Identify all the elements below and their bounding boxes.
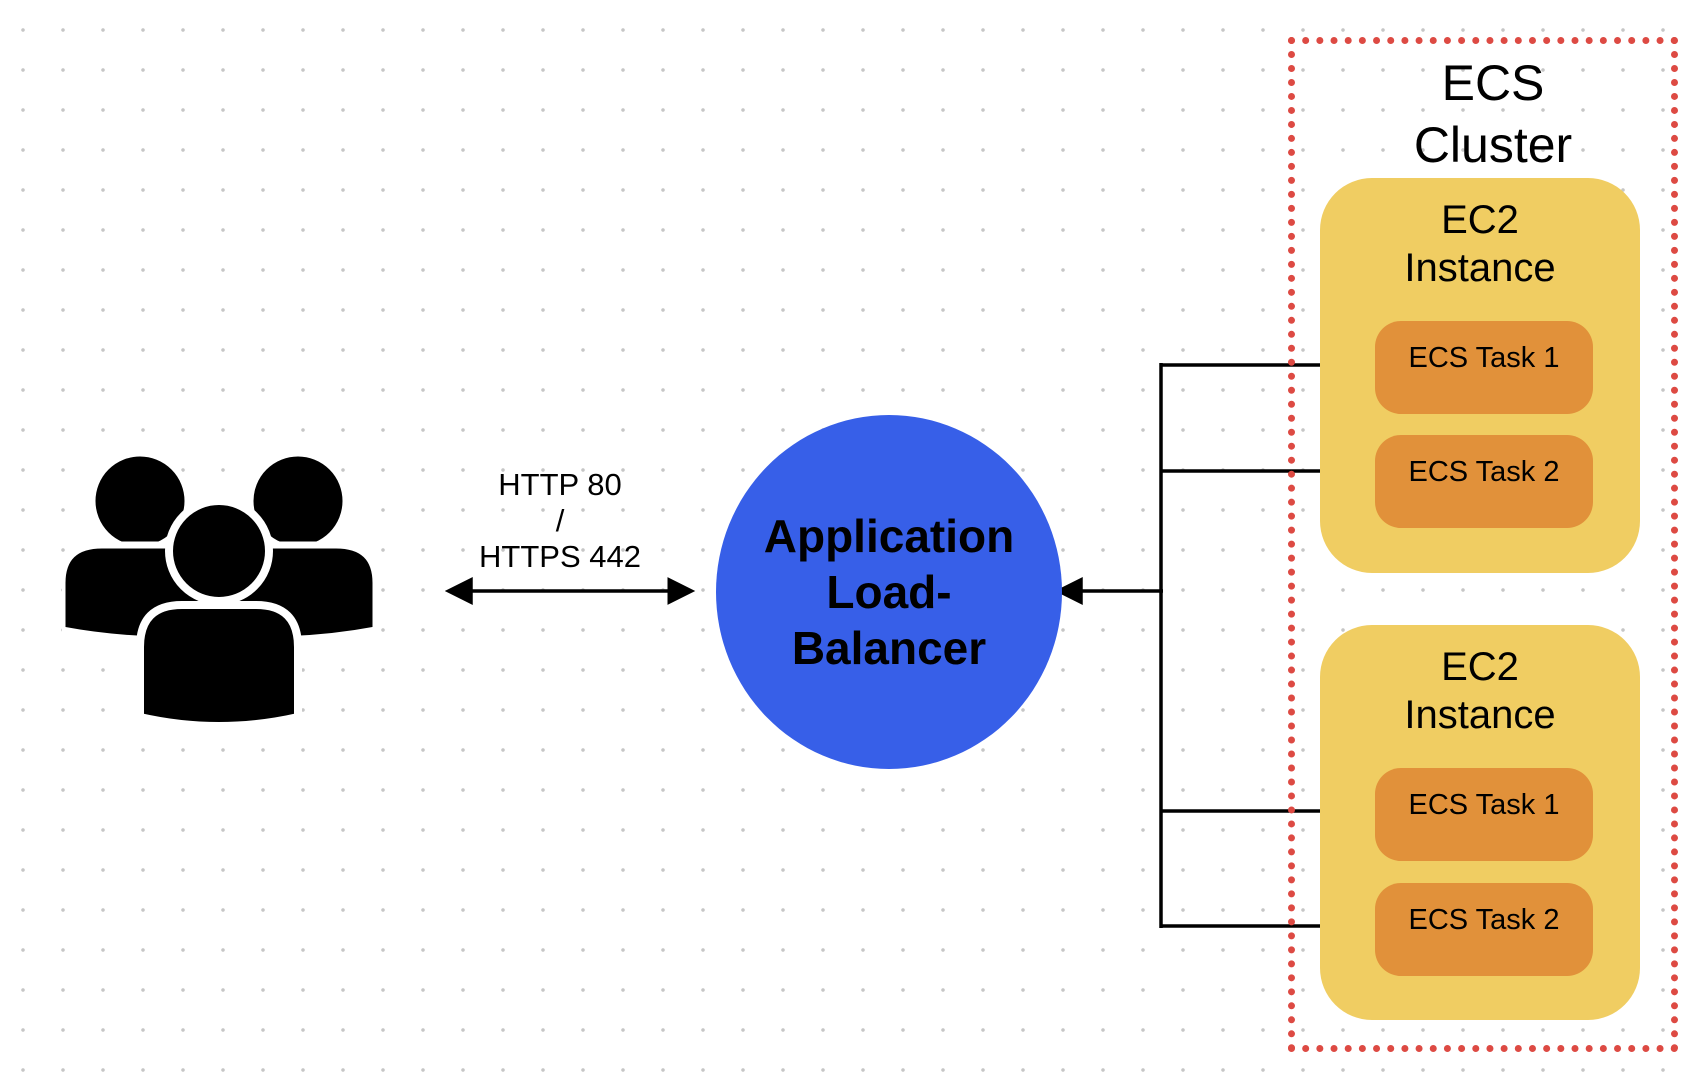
ec2-instance-title: EC2 Instance (1404, 198, 1556, 290)
ecs-task-label: ECS Task 2 (1408, 904, 1560, 936)
ecs-task-label: ECS Task 1 (1408, 342, 1560, 374)
ecs-task-label: ECS Task 1 (1408, 789, 1560, 821)
ecs-task-node: ECS Task 2 (1375, 883, 1593, 976)
protocol-label: HTTP 80 / HTTPS 442 (479, 467, 641, 574)
ecs-task-node: ECS Task 1 (1375, 321, 1593, 414)
user-center-icon (136, 497, 302, 725)
ec2-instance-title: EC2 Instance (1404, 645, 1556, 737)
users-group-icon (62, 455, 377, 725)
ecs-task-node: ECS Task 2 (1375, 435, 1593, 528)
load-balancer-node: Application Load- Balancer (716, 415, 1062, 769)
ecs-cluster-title: ECS Cluster (1413, 55, 1573, 173)
ec2-instance-2: EC2 Instance ECS Task 1 ECS Task 2 (1320, 625, 1640, 1020)
ecs-cluster-boundary (1288, 37, 1678, 1052)
load-balancer-label: Application Load- Balancer (763, 510, 1015, 674)
ecs-task-label: ECS Task 2 (1408, 456, 1560, 488)
ec2-instance-1: EC2 Instance ECS Task 1 ECS Task 2 (1320, 178, 1640, 573)
ecs-task-node: ECS Task 1 (1375, 768, 1593, 861)
